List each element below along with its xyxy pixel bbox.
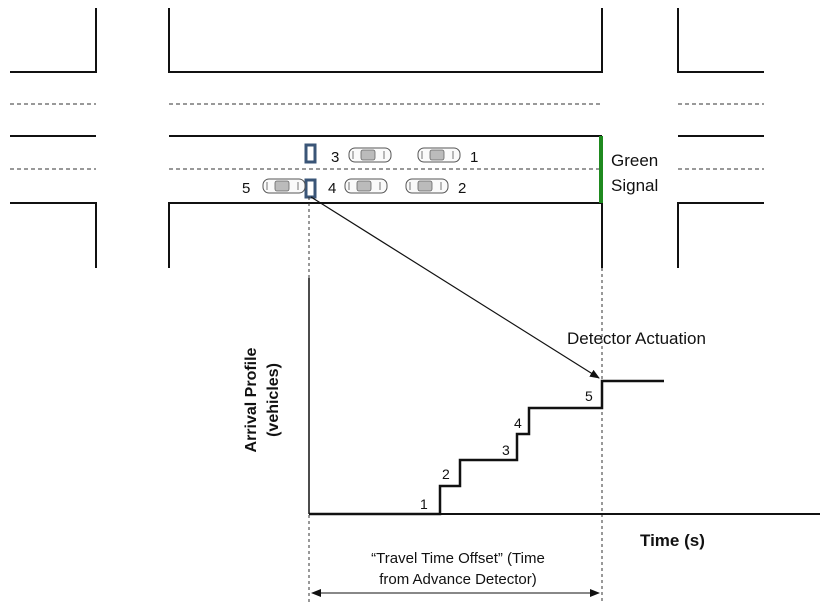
- vehicle-label: 5: [242, 180, 250, 197]
- vehicle-2: 2: [405, 178, 466, 197]
- lane-dividers: [10, 103, 764, 170]
- vehicle-5: 5: [242, 178, 306, 197]
- advance-detector-upper: [304, 143, 317, 164]
- step-label-3: 3: [502, 442, 510, 458]
- car-icon: [417, 147, 461, 163]
- vehicle-label: 1: [470, 149, 478, 166]
- right-curb-top: [677, 8, 764, 73]
- signal-label-line2: Signal: [611, 176, 658, 195]
- left-curb-bottom: [10, 202, 97, 268]
- advance-detector-lower: [304, 178, 317, 199]
- detector-actuation-label: Detector Actuation: [567, 329, 706, 348]
- x-axis-title: Time (s): [640, 531, 705, 550]
- car-icon: [348, 147, 392, 163]
- y-axis-title-line2: (vehicles): [265, 363, 282, 437]
- offset-label-line1: “Travel Time Offset” (Time: [371, 550, 545, 567]
- step-label-5: 5: [585, 388, 593, 404]
- vehicle-label: 2: [458, 180, 466, 197]
- middle-curb-bottom: [168, 202, 603, 268]
- y-axis-title: Arrival Profile (vehicles): [243, 347, 282, 452]
- vehicle-label: 3: [331, 149, 339, 166]
- step-label-1: 1: [420, 496, 428, 512]
- y-axis-title-line1: Arrival Profile: [243, 347, 260, 452]
- actuation-arrow: [310, 196, 600, 379]
- offset-label-line2: from Advance Detector): [379, 571, 537, 588]
- left-curb-top: [10, 8, 97, 73]
- right-curb-bottom: [677, 202, 764, 268]
- arrival-step-profile: [309, 379, 664, 516]
- car-icon: [344, 178, 388, 194]
- vehicle-label: 4: [328, 180, 336, 197]
- step-label-2: 2: [442, 466, 450, 482]
- vehicle-3: 3: [331, 147, 392, 166]
- vehicle-1: 1: [417, 147, 478, 166]
- road-geometry: [10, 8, 764, 268]
- vehicle-4: 4: [328, 178, 388, 197]
- signal-label-line1: Green: [611, 151, 658, 170]
- middle-curb-top: [168, 8, 603, 73]
- car-icon: [405, 178, 449, 194]
- step-label-4: 4: [514, 415, 522, 431]
- car-icon: [262, 178, 306, 194]
